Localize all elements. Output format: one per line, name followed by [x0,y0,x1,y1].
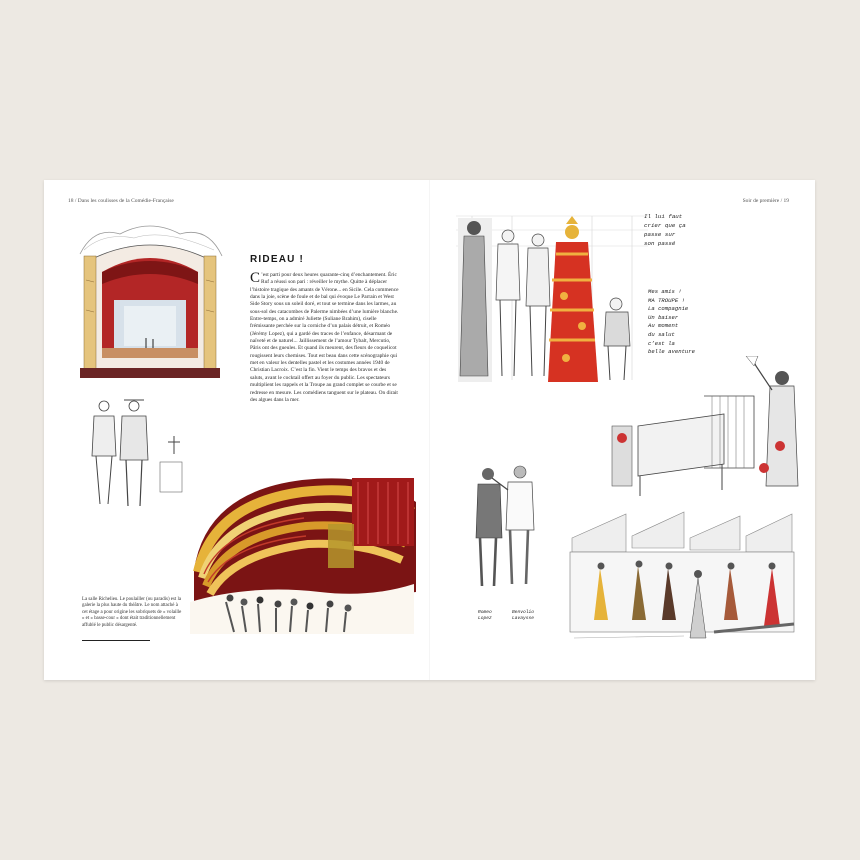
note-line: Il lui faut [644,213,683,220]
auditorium-illustration [190,474,420,634]
note-line: Un baiser [648,313,679,321]
illustration-caption: La salle Richelieu. Le poulailler (ou pa… [82,597,182,628]
note-line: crier que ça [644,222,686,229]
two-men-sketch [82,396,190,510]
body-paragraph: ’est parti pour deux heures quarante-cin… [250,272,399,403]
caption-rule [82,640,150,642]
name-label: Romeo [478,610,492,615]
two-actors-sketch [472,464,542,594]
right-folio: Soir de première / 19 [742,198,789,204]
handwritten-note-top: Il lui faut crier que ça passe sur son p… [644,212,686,248]
note-line: Au moment [648,322,679,330]
note-line: passe sur [644,231,676,238]
name-label: Benvolio [512,610,535,615]
handwritten-note-middle: Mes amis ! MA TROUPE ! La compagnie Un b… [648,288,695,357]
note-line: c’est la [648,339,675,347]
name-label: Lopez [478,616,492,621]
gutter [429,180,430,680]
body-text: C’est parti pour deux heures quarante-ci… [250,270,400,404]
note-line: son passé [644,240,676,247]
book-spread: 18 / Dans les coulisses de la Comédie-Fr… [44,180,815,680]
note-line: MA TROUPE ! [648,296,685,304]
dropcap: C [250,270,261,286]
name-label: Lavaysse [512,616,535,621]
actor-names: Romeo Lopez Benvolio Lavaysse [478,610,558,622]
bed-scene-sketch [604,356,800,502]
section-heading: RIDEAU ! [250,254,305,265]
note-line: belle aventure [648,348,695,356]
catacomb-scene-sketch [564,508,800,652]
note-line: Mes amis ! [648,288,682,295]
note-line: La compagnie [648,305,689,313]
wedding-scene-sketch [452,210,652,386]
stage-illustration [74,220,226,382]
note-line: du salut [648,330,675,338]
left-folio: 18 / Dans les coulisses de la Comédie-Fr… [68,198,174,204]
